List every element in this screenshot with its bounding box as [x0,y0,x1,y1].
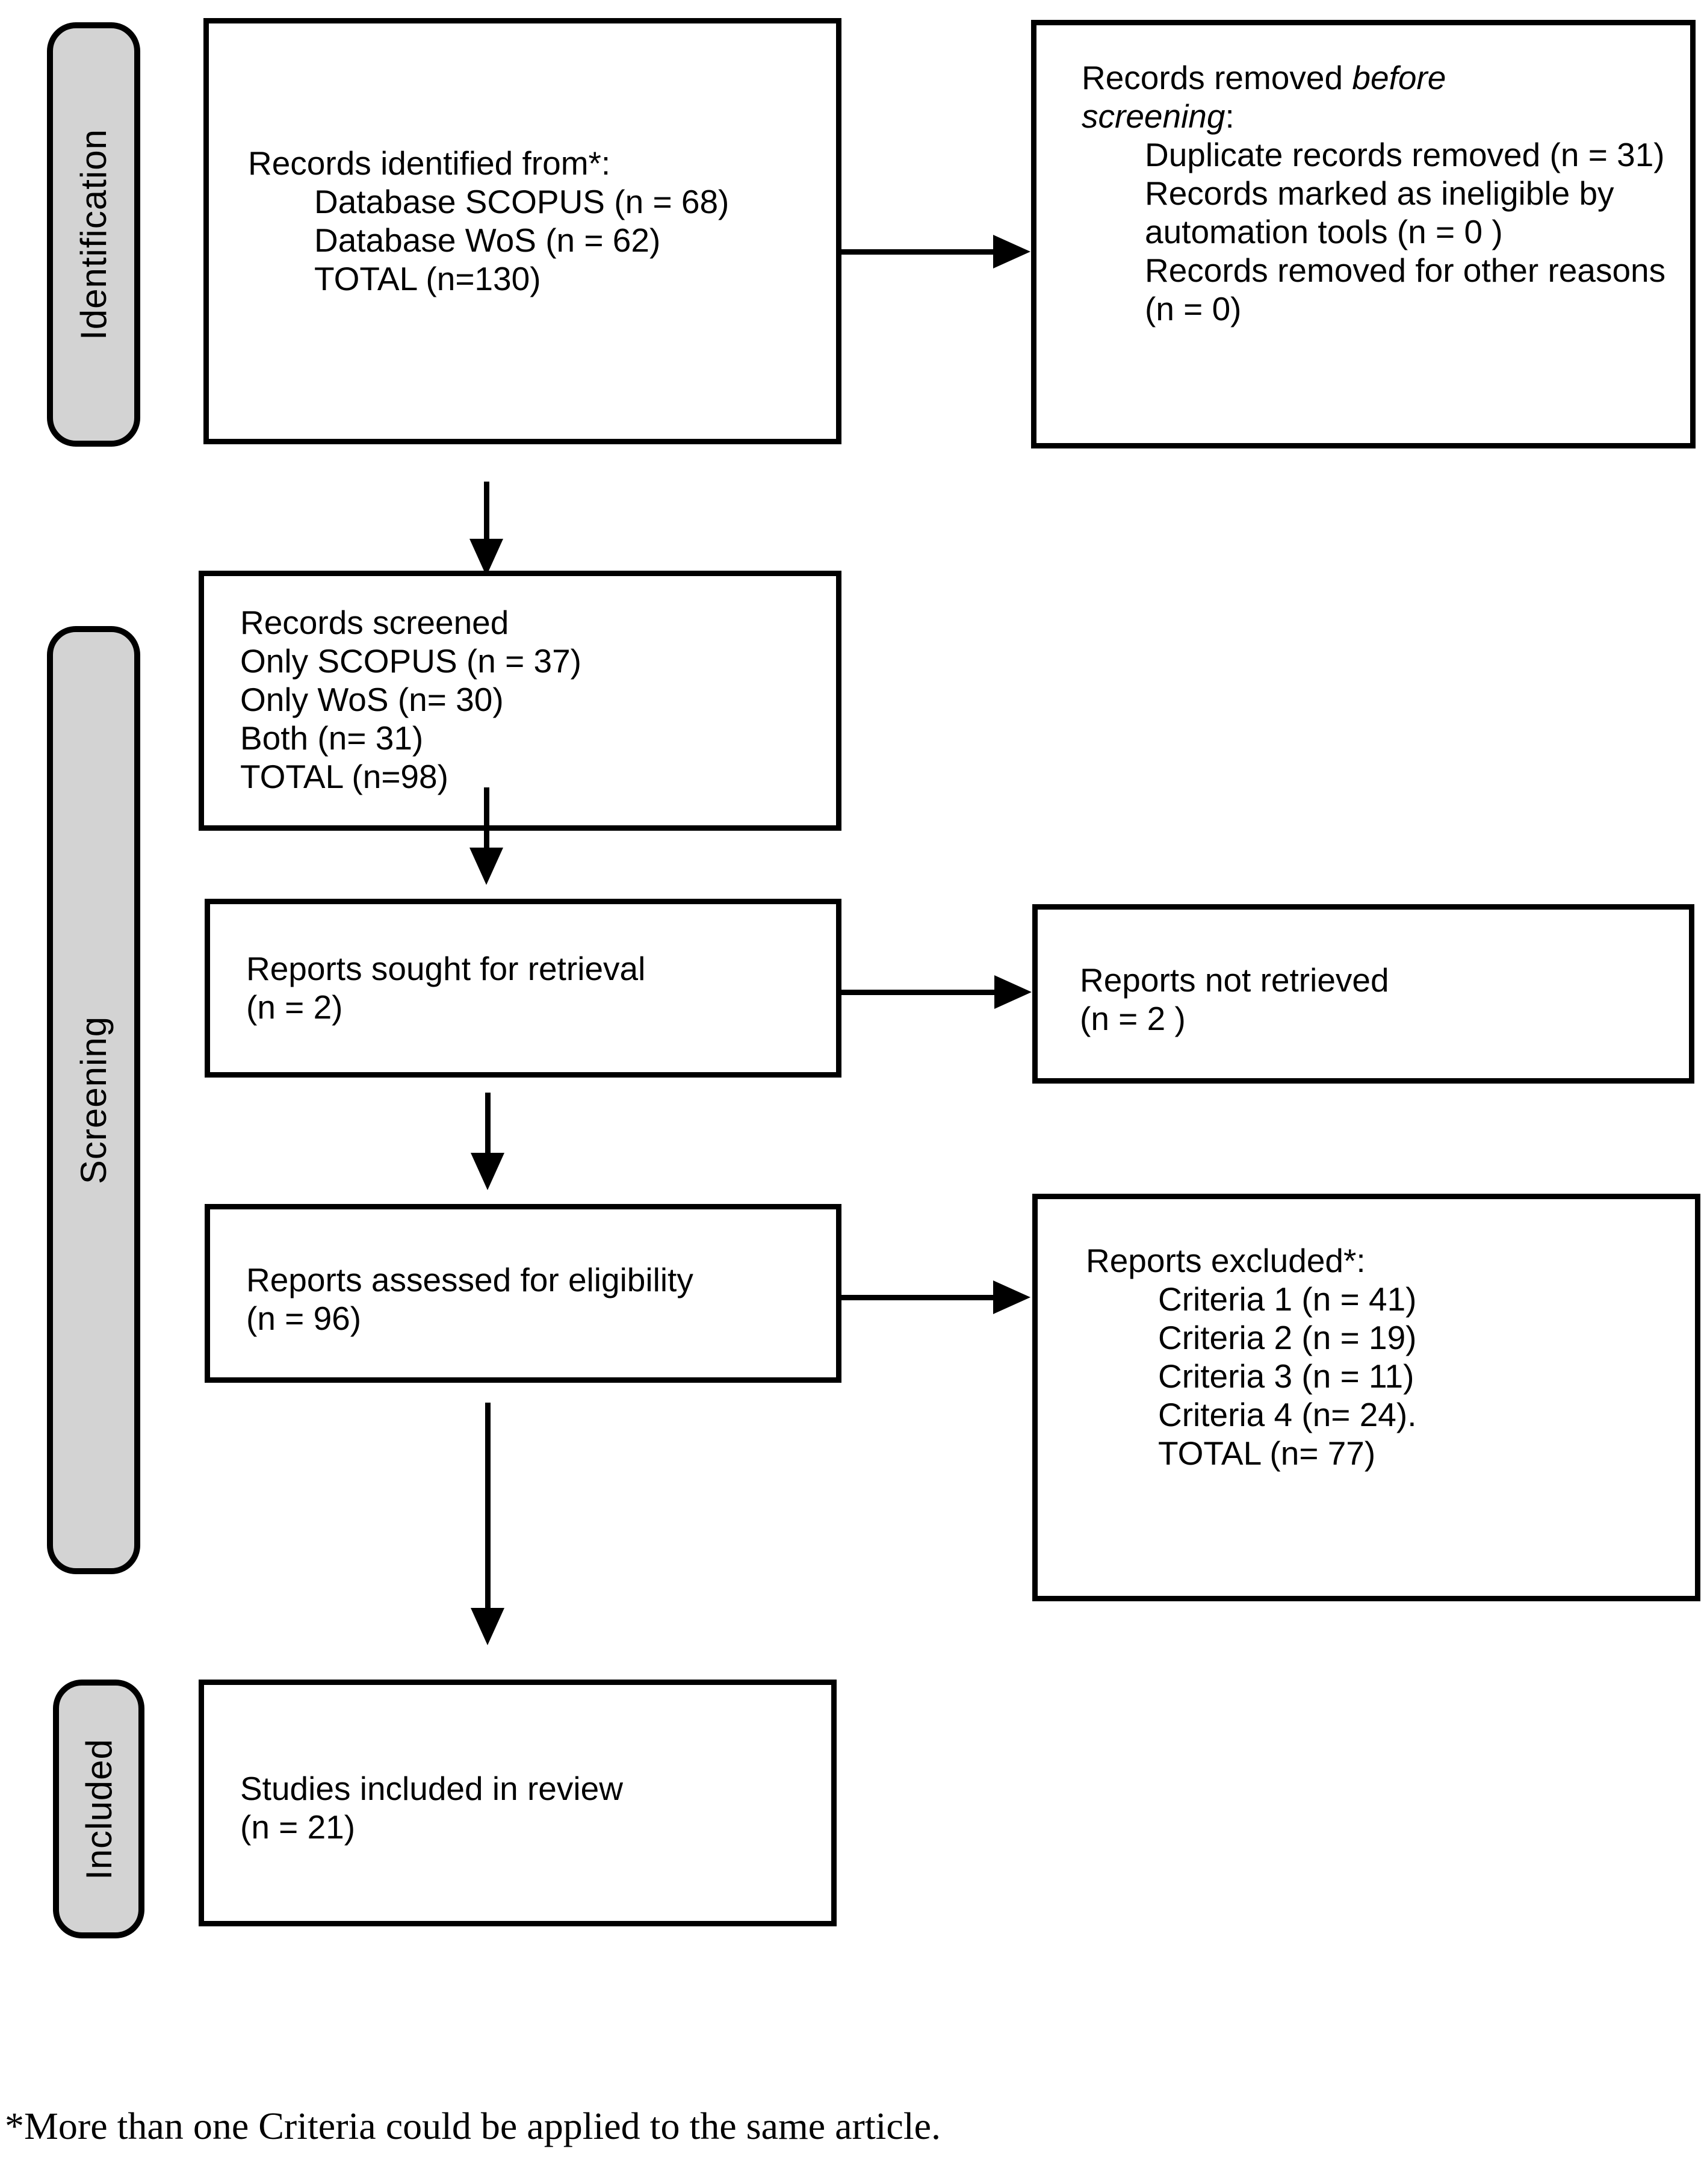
records-identified-line: Database SCOPUS (n = 68) [314,183,730,220]
footnote: *More than one Criteria could be applied… [5,2105,941,2147]
arrow-sought-to-not-retrieved [841,990,996,995]
records-removed-item: Records marked as ineligible by automati… [1145,175,1614,250]
records-screened-line: TOTAL (n=98) [240,758,448,795]
arrow-screened-to-sought [484,787,489,852]
arrowhead-sought-to-not-retrieved [994,975,1032,1009]
box-records-removed-before-screening: Records removed before screening: Duplic… [1031,20,1696,448]
reports-sought-line: Reports sought for retrieval [246,950,646,987]
box-records-screened: Records screened Only SCOPUS (n = 37) On… [199,571,841,831]
arrow-identified-to-removed [841,249,995,255]
records-identified-line: TOTAL (n=130) [314,260,541,297]
reports-not-retrieved-line: (n = 2 ) [1080,1000,1186,1037]
records-screened-line: Only WoS (n= 30) [240,681,504,718]
arrow-assessed-to-included [485,1403,491,1612]
reports-sought-line: (n = 2) [246,988,343,1026]
arrow-assessed-to-excluded [841,1295,995,1300]
records-screened-line: Records screened [240,604,509,641]
box-reports-sought: Reports sought for retrieval (n = 2) [205,899,841,1078]
reports-not-retrieved-line: Reports not retrieved [1080,961,1389,999]
stage-label-identification-text: Identification [73,129,114,340]
records-removed-item: Duplicate records removed (n = 31) [1145,136,1665,173]
records-removed-item: Records removed for other reasons (n = 0… [1145,252,1666,327]
arrowhead-assessed-to-included [471,1608,504,1645]
arrowhead-identified-to-screened [469,539,503,576]
stage-label-included: Included [53,1680,144,1938]
reports-assessed-line: Reports assessed for eligibility [246,1261,693,1298]
box-studies-included: Studies included in review (n = 21) [199,1680,837,1926]
stage-label-identification: Identification [47,22,140,447]
arrowhead-identified-to-removed [993,235,1030,268]
box-reports-assessed: Reports assessed for eligibility (n = 96… [205,1204,841,1383]
studies-included-line: Studies included in review [240,1770,623,1807]
arrowhead-screened-to-sought [469,848,503,885]
arrowhead-sought-to-assessed [471,1153,504,1190]
reports-assessed-line: (n = 96) [246,1300,362,1337]
reports-excluded-title: Reports excluded*: [1086,1242,1366,1279]
arrowhead-assessed-to-excluded [993,1280,1030,1314]
studies-included-line: (n = 21) [240,1808,356,1846]
records-screened-line: Only SCOPUS (n = 37) [240,642,581,680]
reports-excluded-item: Criteria 3 (n = 11) [1158,1357,1414,1395]
arrow-identified-to-screened [484,482,489,545]
box-reports-excluded: Reports excluded*: Criteria 1 (n = 41) C… [1032,1194,1700,1601]
stage-label-screening: Screening [47,626,140,1574]
records-identified-line: Database WoS (n = 62) [314,222,661,259]
reports-excluded-item: Criteria 4 (n= 24). [1158,1396,1417,1433]
reports-excluded-item: TOTAL (n= 77) [1158,1435,1376,1472]
reports-excluded-item: Criteria 1 (n = 41) [1158,1280,1417,1318]
box-records-identified: Records identified from*: Database SCOPU… [203,18,841,444]
stage-label-screening-text: Screening [73,1016,114,1185]
reports-excluded-item: Criteria 2 (n = 19) [1158,1319,1417,1356]
records-removed-title-line2: screening: [1082,98,1235,135]
box-reports-not-retrieved: Reports not retrieved (n = 2 ) [1032,904,1694,1084]
records-removed-title-line1: Records removed before [1082,59,1446,96]
records-screened-line: Both (n= 31) [240,719,424,757]
stage-label-included-text: Included [78,1738,119,1880]
records-identified-title: Records identified from*: [248,144,611,182]
arrow-sought-to-assessed [485,1093,491,1158]
